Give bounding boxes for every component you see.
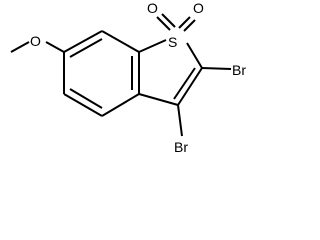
sulfonyl-oxygen-left-label: O — [147, 0, 158, 16]
bond-c4-c5 — [63, 93, 103, 117]
bond-c7a-s — [138, 39, 167, 53]
chemical-structure: O S O O Br Br — [10, 0, 246, 155]
bond-s-c2 — [186, 42, 203, 69]
bond-c2-c3-inner — [173, 67, 196, 100]
bond-methyl-o — [10, 41, 30, 53]
bond-o-c6 — [45, 41, 65, 53]
bond-s-o-right-a — [178, 16, 191, 29]
bromine-c2-label: Br — [232, 62, 246, 78]
bond-c3-c3a — [138, 93, 179, 106]
bond-c4-c5-inner — [69, 88, 103, 109]
bond-c3-br — [177, 104, 183, 137]
bond-c2-c3 — [177, 67, 203, 106]
bond-c6-c7 — [63, 30, 103, 53]
bond-c6-c7-inner — [69, 38, 103, 58]
bromine-c3-label: Br — [174, 139, 188, 155]
bond-s-o-left-b — [161, 13, 176, 28]
bond-s-o-left-a — [156, 16, 171, 31]
sulfur-label: S — [168, 34, 177, 50]
methoxy-oxygen-label: O — [30, 33, 41, 49]
sulfonyl-oxygen-right-label: O — [193, 0, 204, 16]
bond-c2-br — [201, 67, 232, 70]
bond-c3a-c4 — [101, 93, 140, 117]
bond-c7-c7a — [101, 30, 140, 53]
bond-s-o-right-b — [183, 19, 196, 32]
